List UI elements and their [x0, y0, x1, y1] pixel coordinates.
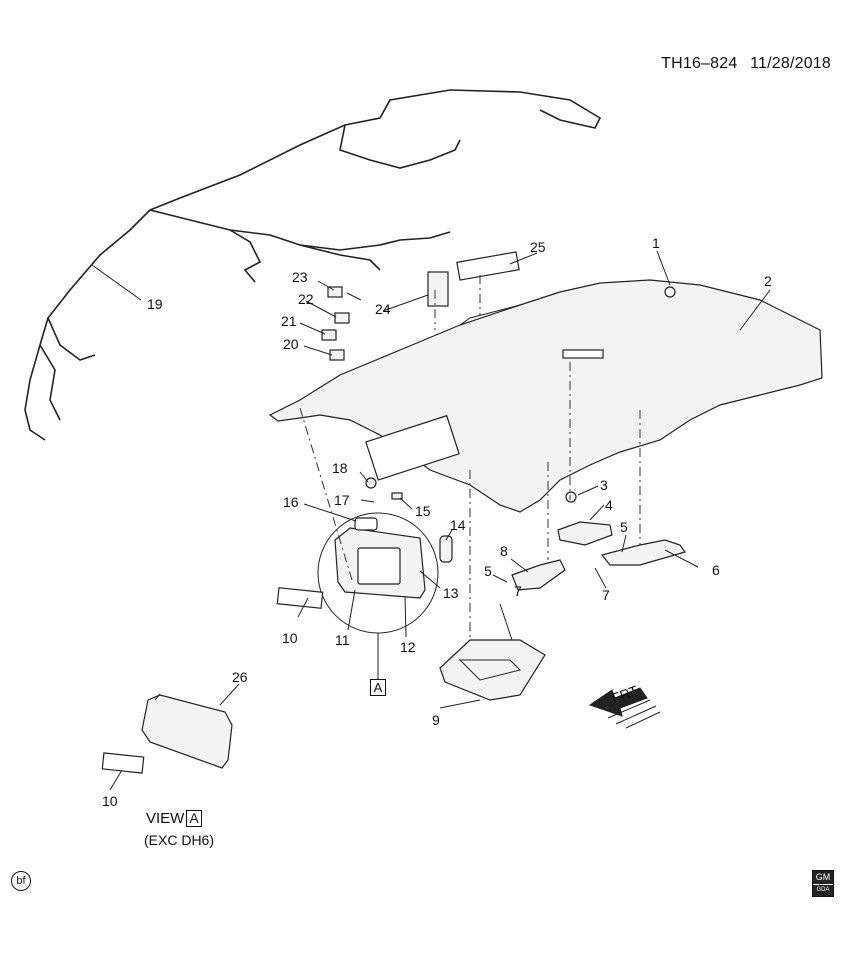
callout-21: 21 — [281, 313, 297, 329]
callout-10b: 10 — [102, 793, 118, 809]
view-a-detail — [317, 512, 439, 634]
callout-15: 15 — [415, 503, 431, 519]
sun-visor — [141, 693, 233, 769]
gm-logo-text: GM — [815, 872, 831, 882]
gm-logo-sub: GDA — [813, 884, 833, 896]
callout-4: 4 — [605, 497, 613, 513]
clip-20 — [329, 349, 345, 361]
visor-label-upper — [276, 587, 324, 609]
clip-22 — [334, 312, 350, 324]
callout-3: 3 — [600, 477, 608, 493]
assist-grip-8 — [511, 559, 566, 591]
callout-10a: 10 — [282, 630, 298, 646]
clip-21 — [321, 329, 337, 341]
callout-24: 24 — [375, 301, 391, 317]
gm-logo: GM GDA — [812, 870, 834, 897]
clip-18 — [365, 477, 377, 489]
insulator-25 — [456, 251, 520, 281]
headliner-slot — [562, 349, 604, 359]
front-direction-arrow: FRT — [588, 682, 661, 729]
callout-13: 13 — [443, 585, 459, 601]
bf-mark: bf — [11, 871, 31, 891]
callout-8: 8 — [500, 543, 508, 559]
callout-17: 17 — [334, 492, 350, 508]
clip-1 — [664, 286, 676, 298]
callout-12: 12 — [400, 639, 416, 655]
callout-23: 23 — [292, 269, 308, 285]
retainer-bracket-4 — [557, 521, 613, 546]
view-letter-box: A — [186, 810, 202, 827]
callout-11: 11 — [335, 632, 350, 648]
sunroof-opening — [365, 414, 460, 481]
fastener-3 — [565, 491, 577, 503]
callout-20: 20 — [283, 336, 299, 352]
callout-7b: 7 — [514, 583, 522, 599]
callout-18: 18 — [332, 460, 348, 476]
callout-25: 25 — [530, 239, 546, 255]
callout-22: 22 — [298, 291, 314, 307]
callout-5a: 5 — [620, 519, 628, 535]
diagram-code: TH16–824 — [661, 55, 738, 72]
callout-5b: 5 — [484, 563, 492, 579]
visor-pad — [354, 517, 378, 531]
callout-2: 2 — [764, 273, 772, 289]
view-label: VIEW — [146, 810, 185, 827]
callout-7a: 7 — [602, 587, 610, 603]
callout-16: 16 — [283, 494, 299, 510]
callout-6: 6 — [712, 562, 720, 578]
visor-label-lower — [101, 752, 145, 774]
callout-1: 1 — [652, 235, 660, 251]
overhead-console — [439, 639, 546, 701]
diagram-header: TH16–824 11/28/2018 — [661, 55, 831, 73]
assist-grip-6 — [600, 539, 686, 566]
seal-14 — [439, 535, 453, 563]
callout-9: 9 — [432, 712, 440, 728]
clip-15 — [391, 492, 403, 500]
roof-wiring-harness — [24, 89, 602, 441]
callout-26: 26 — [232, 669, 248, 685]
headliner-panel — [268, 279, 823, 513]
clip-23 — [327, 286, 343, 298]
diagram-date: 11/28/2018 — [750, 55, 831, 72]
callout-19: 19 — [147, 296, 163, 312]
vanity-mirror — [357, 547, 401, 585]
sound-pad-24 — [427, 271, 449, 307]
view-a-note: (EXC DH6) — [144, 832, 215, 848]
callout-14: 14 — [450, 517, 466, 533]
detail-a-marker: A — [370, 679, 386, 696]
